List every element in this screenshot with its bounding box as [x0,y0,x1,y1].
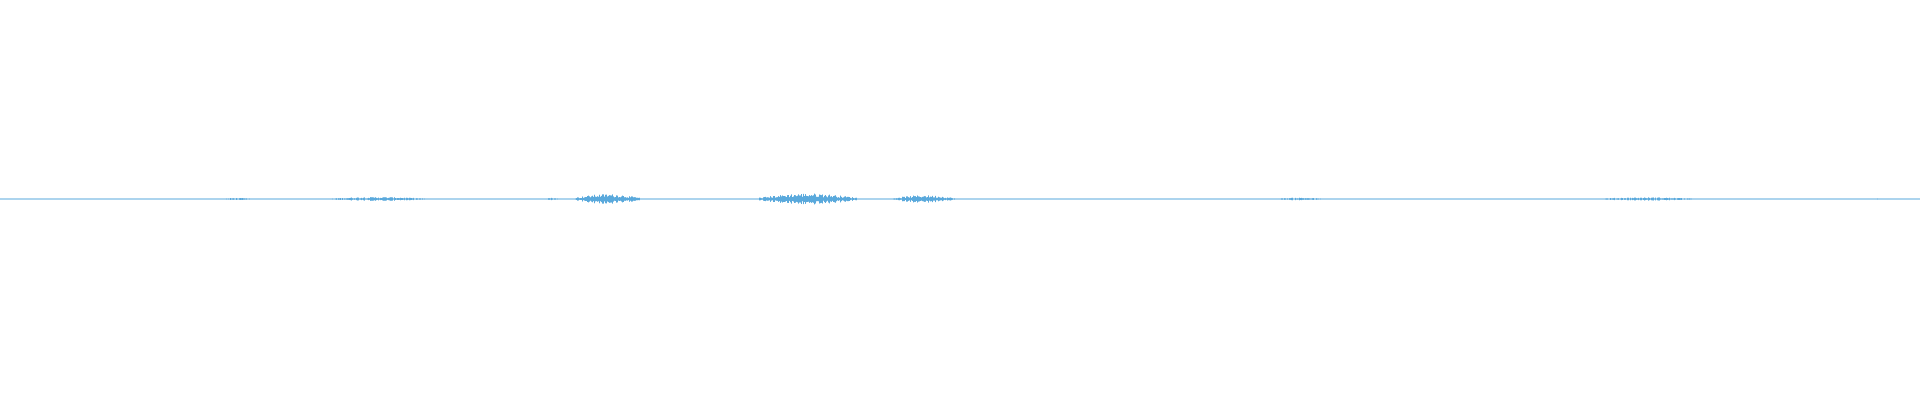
waveform-signal [0,193,1920,205]
